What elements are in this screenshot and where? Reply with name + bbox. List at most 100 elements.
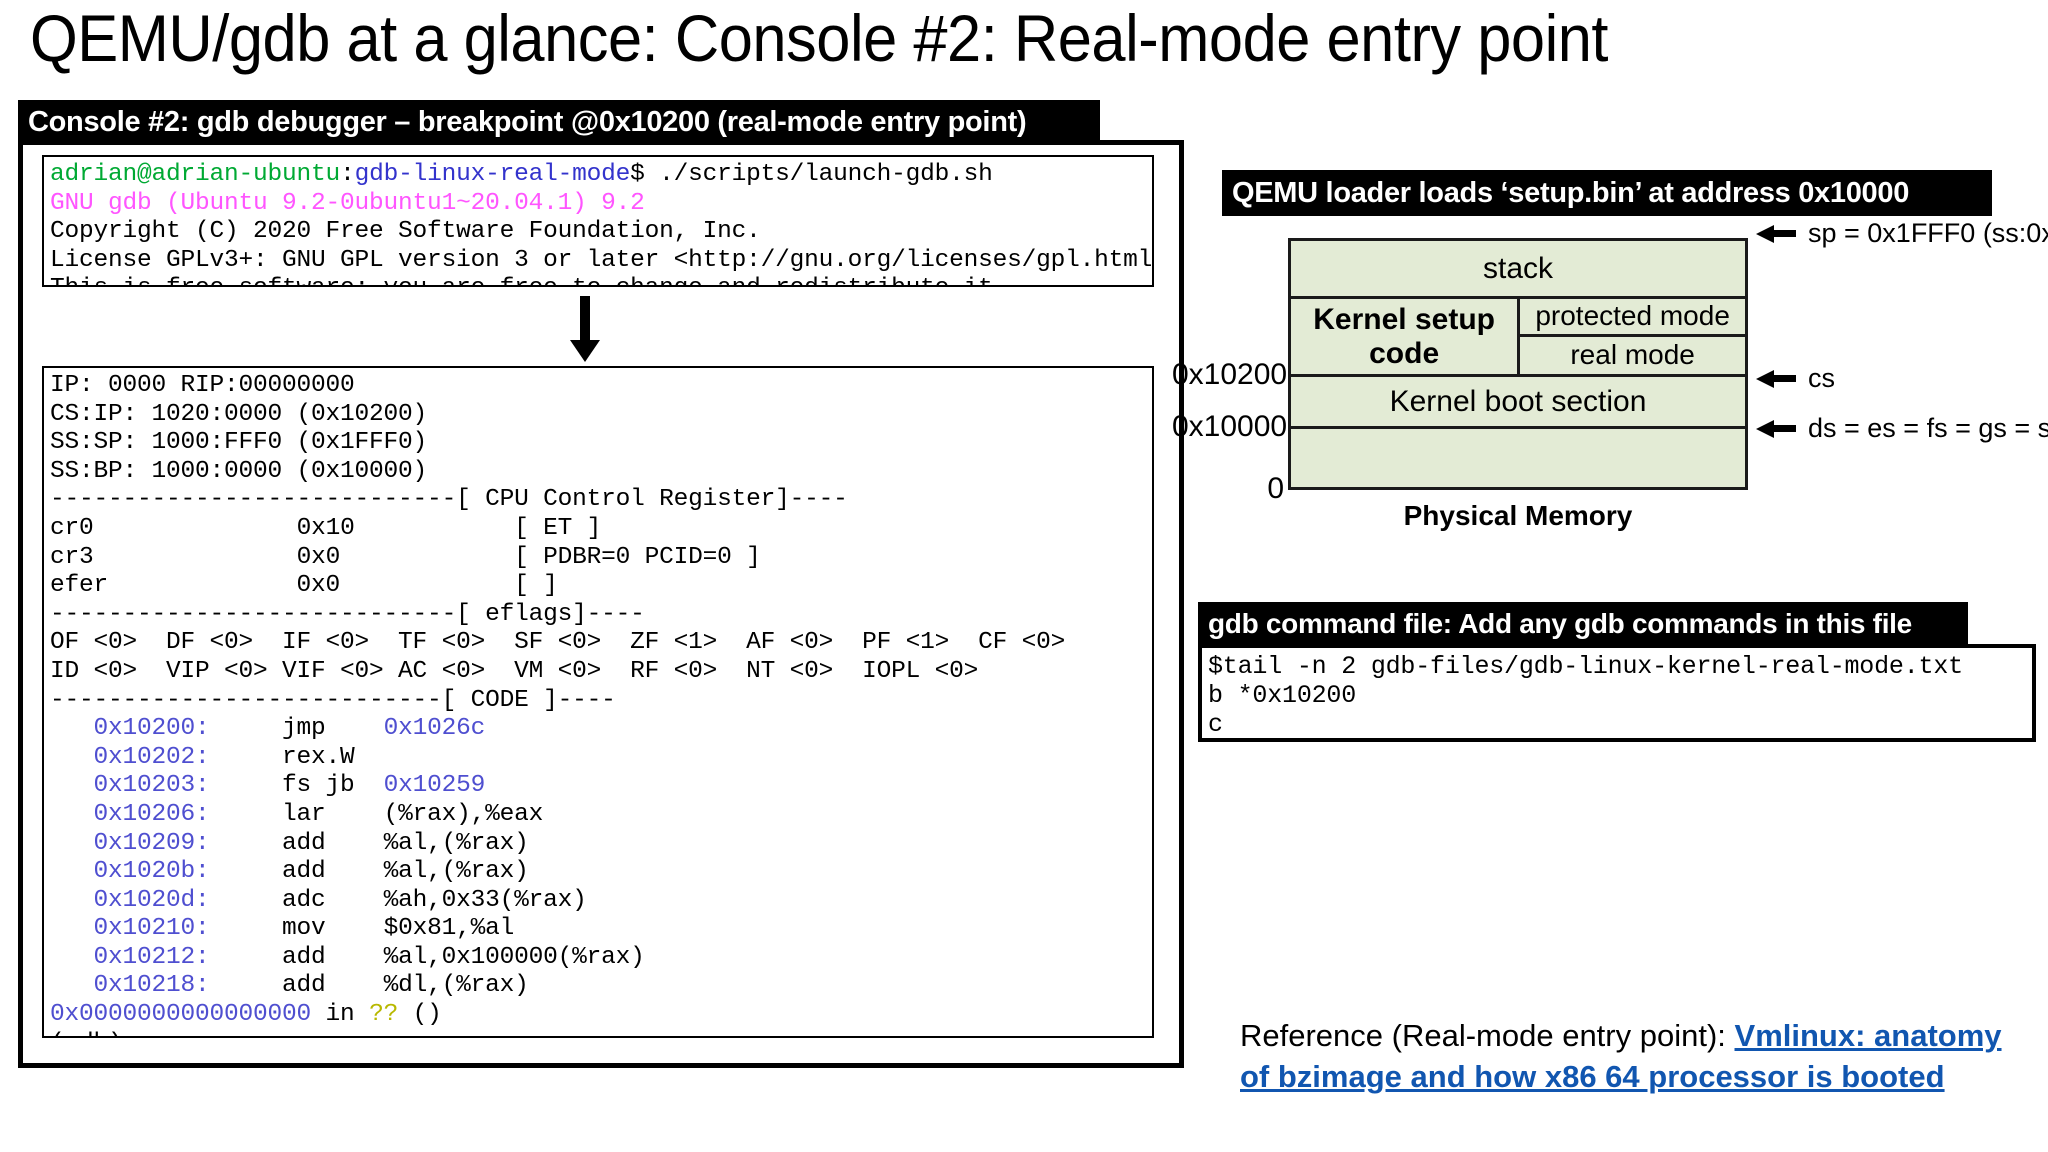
- cr0-name: cr0: [50, 514, 94, 542]
- disassembly-row: 0x10212: add %al,0x100000(%rax): [50, 944, 645, 971]
- gdb-license-line: License GPLv3+: GNU GPL version 3 or lat…: [50, 246, 1154, 274]
- annotation-sp-label: sp = 0x1FFF0 (ss:0xFFF0): [1808, 218, 2048, 248]
- disassembly-address: 0x1020d:: [50, 886, 283, 914]
- memory-address-0x10000: 0x10000: [1172, 410, 1288, 443]
- cr3-value: 0x0: [296, 543, 341, 571]
- disassembly-address: 0x10210:: [50, 915, 283, 943]
- reg-ssbp-line: SS:BP: 1000:0000 (0x10000): [50, 457, 428, 485]
- annotation-cs-label: cs: [1808, 363, 1835, 393]
- reference-prefix: Reference (Real-mode entry point):: [1240, 1018, 1735, 1053]
- disassembly-mnemonic: jmp: [282, 715, 384, 743]
- page-title: QEMU/gdb at a glance: Console #2: Real-m…: [30, 1, 1609, 75]
- frame-parens: (): [398, 1001, 442, 1029]
- disassembly-address: 0x10218:: [50, 972, 283, 1000]
- separator-code: ---------------------------[ CODE ]----: [50, 686, 616, 714]
- disassembly-operands: %ah,0x33(%rax): [383, 886, 587, 914]
- eflags-row-1: OF <0> DF <0> IF <0> TF <0> SF <0> ZF <1…: [50, 629, 1066, 657]
- physical-memory-diagram: stack Kernel setup code protected mode r…: [1288, 238, 1748, 490]
- disassembly-row: 0x10210: mov $0x81,%al: [50, 915, 515, 943]
- memory-address-0: 0: [1267, 472, 1284, 505]
- memory-region-modes: protected mode real mode: [1520, 299, 1745, 374]
- disassembly-mnemonic: add: [282, 858, 384, 886]
- terminal-command: $ ./scripts/launch-gdb.sh: [630, 161, 993, 188]
- memory-region-kernel-boot-section: Kernel boot section: [1291, 377, 1745, 429]
- annotation-ds: ds = es = fs = gs = ss: [1756, 413, 2048, 444]
- disassembly-address: 0x10202:: [50, 743, 283, 771]
- disassembly-operands: 0x10259: [383, 772, 486, 800]
- separator-eflags: ----------------------------[ eflags]---…: [50, 600, 645, 628]
- arrow-left-icon: [1756, 419, 1796, 438]
- memory-region-real-mode: real mode: [1570, 339, 1695, 371]
- reference-link[interactable]: Vmlinux: anatomy of bzimage and how x86 …: [1240, 1018, 2002, 1094]
- disassembly-mnemonic: add: [282, 829, 384, 857]
- disassembly-address: 0x10212:: [50, 943, 283, 971]
- gdb-command-file-line: c: [1208, 710, 1223, 739]
- memory-region-kernel-setup-code: Kernel setup code: [1291, 299, 1521, 374]
- terminal-prompt-path: gdb-linux-real-mode: [354, 161, 631, 188]
- gdb-command-file-lines: $tail -n 2 gdb-files/gdb-linux-kernel-re…: [1208, 652, 1963, 739]
- disassembly-address: 0x10203:: [50, 772, 283, 800]
- disassembly-mnemonic: fs jb: [282, 772, 384, 800]
- gdb-version-line: GNU gdb (Ubuntu 9.2-0ubuntu1~20.04.1) 9.…: [50, 189, 645, 217]
- qemu-loader-caption: QEMU loader loads ‘setup.bin’ at address…: [1222, 170, 1992, 216]
- memory-region-setup: Kernel setup code protected mode real mo…: [1291, 299, 1745, 377]
- disassembly-address: 0x10200:: [50, 715, 283, 743]
- annotation-ds-label: ds = es = fs = gs = ss: [1808, 413, 2048, 443]
- reg-ip-line: IP: 0000 RIP:00000000: [50, 372, 355, 399]
- arrow-left-icon: [1756, 369, 1796, 388]
- memory-region-stack: stack: [1291, 241, 1745, 299]
- disassembly-mnemonic: adc: [282, 886, 384, 914]
- gdb-freesoftware-line: This is free software: you are free to c…: [50, 275, 1007, 285]
- memory-address-0x10200: 0x10200: [1172, 358, 1288, 391]
- disassembly-row: 0x10202: rex.W: [50, 744, 355, 771]
- disassembly-operands: %dl,(%rax): [383, 972, 529, 1000]
- cr0-flags: [ ET ]: [514, 514, 602, 542]
- frame-address: 0x0000000000000000: [50, 1001, 312, 1029]
- disassembly-mnemonic: mov: [282, 915, 384, 943]
- disassembly-mnemonic: lar: [282, 800, 384, 828]
- reference-note: Reference (Real-mode entry point): Vmlin…: [1240, 1015, 2030, 1097]
- frame-unknown-symbol: ??: [369, 1001, 399, 1029]
- disassembly-row: 0x10206: lar (%rax),%eax: [50, 800, 544, 828]
- disassembly-address: 0x10209:: [50, 829, 283, 857]
- arrow-left-icon: [1756, 224, 1796, 243]
- efer-value: 0x0: [296, 572, 341, 600]
- disassembly-row: 0x1020d: adc %ah,0x33(%rax): [50, 887, 587, 914]
- gdb-command-file-terminal[interactable]: $tail -n 2 gdb-files/gdb-linux-kernel-re…: [1198, 644, 2036, 742]
- efer-flags: [ ]: [514, 572, 558, 600]
- disassembly-operands: %al,0x100000(%rax): [383, 943, 645, 971]
- gdb-command-file-line: $tail -n 2 gdb-files/gdb-linux-kernel-re…: [1208, 652, 1963, 681]
- gdb-command-file-caption: gdb command file: Add any gdb commands i…: [1198, 602, 1968, 646]
- disassembly-mnemonic: rex.W: [282, 743, 355, 771]
- disassembly-row: 0x10209: add %al,(%rax): [50, 830, 529, 857]
- eflags-row-2: ID <0> VIP <0> VIF <0> AC <0> VM <0> RF …: [50, 657, 979, 685]
- console-panel-caption: Console #2: gdb debugger – breakpoint @0…: [18, 100, 1100, 144]
- disassembly-operands: $0x81,%al: [383, 915, 515, 943]
- gdb-prompt[interactable]: (gdb): [50, 1030, 123, 1036]
- disassembly-mnemonic: add: [282, 972, 384, 1000]
- efer-name: efer: [50, 572, 109, 600]
- down-arrow-icon: [570, 296, 600, 362]
- disassembly-operands: 0x1026c: [383, 715, 486, 743]
- cr3-name: cr3: [50, 543, 94, 571]
- terminal-prompt-user: adrian@adrian-ubuntu: [50, 161, 341, 188]
- disassembly-operands: %al,(%rax): [383, 858, 529, 886]
- annotation-sp: sp = 0x1FFF0 (ss:0xFFF0): [1756, 218, 2048, 249]
- memory-region-protected-mode: protected mode: [1520, 299, 1745, 337]
- gdb-registers-terminal[interactable]: IP: 0000 RIP:00000000 CS:IP: 1020:0000 (…: [42, 366, 1154, 1038]
- cr0-value: 0x10: [296, 514, 355, 542]
- disassembly-operands: (%rax),%eax: [383, 800, 544, 828]
- disassembly-listing: 0x10200: jmp 0x1026c 0x10202: rex.W 0x10…: [50, 715, 645, 999]
- disassembly-address: 0x1020b:: [50, 858, 283, 886]
- disassembly-row: 0x1020b: add %al,(%rax): [50, 858, 529, 885]
- disassembly-mnemonic: add: [282, 943, 384, 971]
- gdb-command-file-line: b *0x10200: [1208, 681, 1357, 710]
- memory-region-bottom: [1291, 429, 1745, 490]
- disassembly-row: 0x10200: jmp 0x1026c: [50, 715, 486, 743]
- gdb-startup-terminal[interactable]: adrian@adrian-ubuntu:gdb-linux-real-mode…: [42, 155, 1154, 287]
- terminal-prompt-separator: :: [340, 161, 355, 188]
- cr3-flags: [ PDBR=0 PCID=0 ]: [514, 543, 761, 571]
- disassembly-address: 0x10206:: [50, 800, 283, 828]
- reg-sssp-line: SS:SP: 1000:FFF0 (0x1FFF0): [50, 429, 428, 457]
- annotation-cs: cs: [1756, 363, 1835, 394]
